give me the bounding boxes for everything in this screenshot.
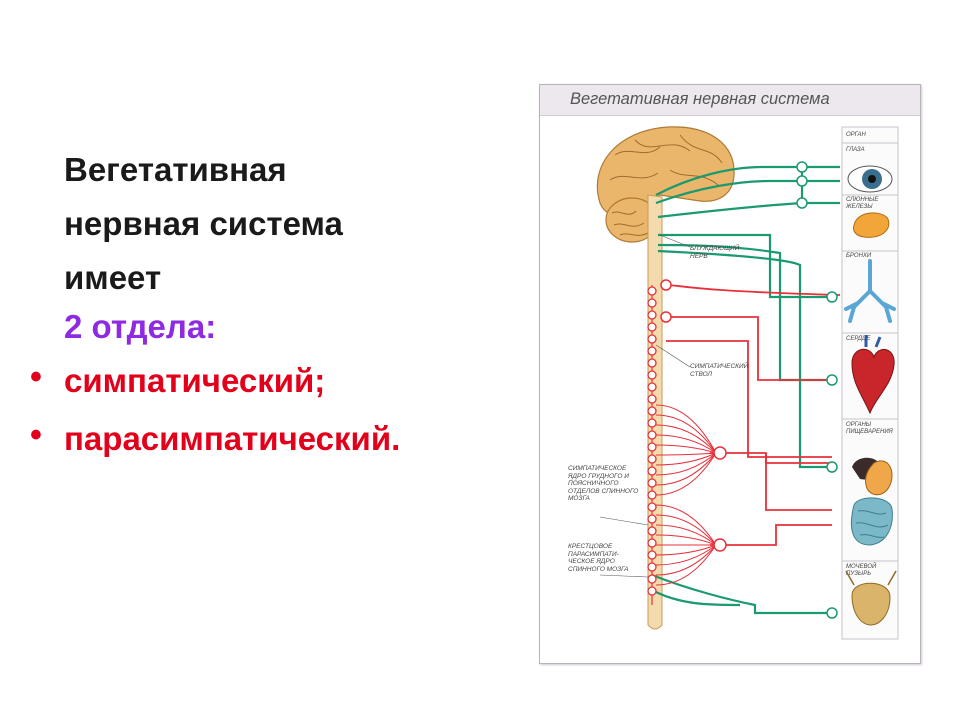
label-vagus: блуждающий нерв bbox=[690, 245, 740, 260]
label-sympathetic-nucleus: симпатическое ядро грудного и поясничног… bbox=[568, 465, 639, 502]
fan-line bbox=[655, 452, 717, 456]
bladder-icon bbox=[845, 570, 897, 626]
trunk-ganglion bbox=[647, 562, 657, 572]
trunk-ganglion bbox=[647, 382, 657, 392]
heading-line: имеет bbox=[64, 259, 162, 296]
fan-line bbox=[655, 544, 717, 556]
fan-line bbox=[655, 504, 717, 546]
slide-text-area: Вегетативная нервная система имеет 2 отд… bbox=[30, 143, 484, 468]
trunk-ganglion bbox=[647, 298, 657, 308]
peripheral-ganglia bbox=[660, 161, 838, 619]
organ-label-salivary: слюнные железы bbox=[846, 197, 879, 210]
fan-line bbox=[655, 404, 717, 454]
organ-label-eyes: глаза bbox=[846, 147, 865, 153]
trunk-ganglion bbox=[647, 394, 657, 404]
trunk-ganglion bbox=[647, 310, 657, 320]
heading-line: Вегетативная bbox=[64, 151, 287, 188]
division-item-parasympathetic: • парасимпатический. bbox=[30, 410, 400, 468]
organ-label-bladder: мочевой пузырь bbox=[846, 564, 877, 577]
fan-line bbox=[655, 544, 717, 566]
trunk-ganglion bbox=[647, 478, 657, 488]
figure-title-bar: Вегетативная нервная система bbox=[540, 85, 920, 116]
trunk-ganglion bbox=[647, 550, 657, 560]
division-item-sympathetic: • симпатический; bbox=[30, 352, 400, 410]
fan-connections bbox=[655, 404, 717, 586]
fan-line bbox=[655, 544, 717, 586]
trunk-ganglion bbox=[647, 286, 657, 296]
digestive-organs-icon bbox=[850, 457, 893, 546]
trunk-ganglion bbox=[647, 502, 657, 512]
trunk-ganglion bbox=[647, 538, 657, 548]
slide-heading: Вегетативная нервная система имеет bbox=[64, 143, 484, 305]
label-leaders bbox=[599, 234, 691, 578]
fan-line bbox=[655, 452, 717, 476]
trunk-ganglion bbox=[647, 574, 657, 584]
eye-icon bbox=[847, 165, 893, 193]
bullet-icon: • bbox=[30, 416, 42, 454]
trunk-ganglion bbox=[647, 454, 657, 464]
fan-line bbox=[655, 434, 717, 454]
fan-line bbox=[655, 534, 717, 546]
bronchi-icon bbox=[844, 259, 896, 323]
fan-line bbox=[655, 452, 717, 496]
trunk-ganglion bbox=[647, 418, 657, 428]
division-list: • симпатический; • парасимпатический. bbox=[30, 352, 400, 468]
trunk-ganglion bbox=[647, 358, 657, 368]
trunk-ganglion bbox=[647, 334, 657, 344]
heading-line: нервная система bbox=[64, 205, 343, 242]
bullet-icon: • bbox=[30, 358, 42, 396]
trunk-ganglion bbox=[647, 586, 657, 596]
label-sacral-parasympathetic: крестцовое парасимпати-ческое ядро спинн… bbox=[568, 543, 629, 573]
division-label: парасимпатический. bbox=[64, 420, 401, 457]
trunk-ganglion bbox=[647, 406, 657, 416]
fan-line bbox=[655, 524, 717, 546]
parasympathetic-pathways bbox=[651, 165, 840, 615]
division-label: симпатический; bbox=[64, 362, 326, 399]
trunk-ganglion bbox=[647, 514, 657, 524]
trunk-ganglion bbox=[647, 370, 657, 380]
heart-icon bbox=[851, 335, 895, 415]
label-sympathetic-trunk: симпатический ствол bbox=[690, 363, 749, 378]
fan-line bbox=[655, 452, 717, 486]
trunk-ganglion bbox=[647, 442, 657, 452]
sympathetic-pathways bbox=[665, 284, 841, 546]
trunk-ganglion bbox=[647, 526, 657, 536]
trunk-ganglion bbox=[647, 430, 657, 440]
fan-line bbox=[655, 514, 717, 546]
slide-subheading: 2 отдела: bbox=[64, 308, 217, 345]
organ-label-bronchi: бронхи bbox=[846, 253, 872, 259]
trunk-ganglion bbox=[647, 346, 657, 356]
organ-label-heart: сердце bbox=[846, 336, 871, 342]
salivary-gland-icon bbox=[853, 212, 890, 238]
fan-line bbox=[655, 444, 717, 454]
trunk-ganglion bbox=[647, 466, 657, 476]
diagram-svg bbox=[596, 126, 899, 640]
fan-line bbox=[655, 424, 717, 454]
trunk-ganglion bbox=[647, 322, 657, 332]
fan-line bbox=[655, 544, 717, 576]
nervous-system-figure: Вегетативная нервная система bbox=[539, 84, 921, 664]
organ-label-digestive: органы пищеварения bbox=[846, 422, 893, 435]
figure-title: Вегетативная нервная система bbox=[570, 90, 830, 108]
fan-line bbox=[655, 414, 717, 454]
brain-icon bbox=[596, 126, 735, 243]
trunk-ganglion bbox=[647, 490, 657, 500]
fan-line bbox=[655, 452, 717, 466]
organ-column-header: орган bbox=[846, 132, 866, 138]
